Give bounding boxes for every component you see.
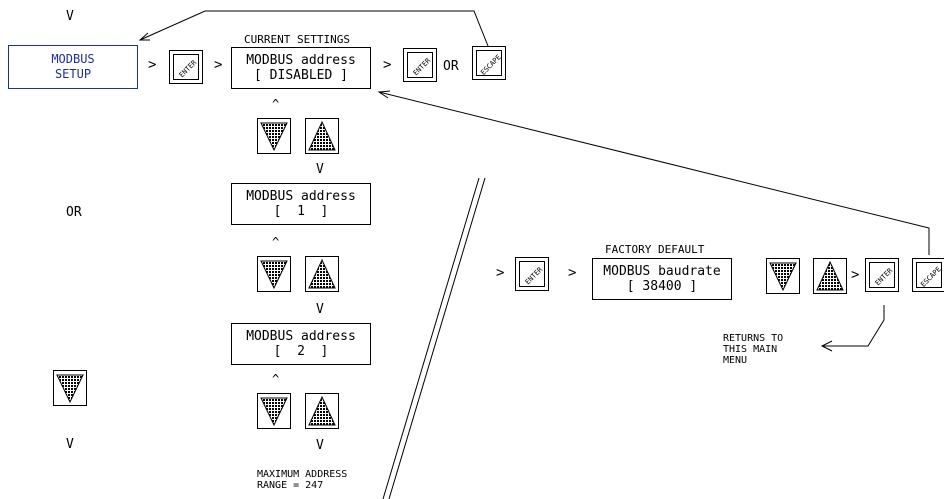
display-line-2: [ 1 ] [273, 204, 329, 219]
max-line-1: MAXIMUM ADDRESS [257, 469, 348, 480]
address-2-display: MODBUS address [ 2 ] [231, 323, 371, 365]
up-indicator: ^ [272, 235, 280, 249]
display-line-1: MODBUS address [246, 189, 356, 204]
display-line-2: [ 38400 ] [626, 279, 698, 294]
enter-key-label: ENTER [177, 58, 199, 80]
escape-key[interactable]: ESCAPE [472, 46, 506, 80]
current-settings-label: CURRENT SETTINGS [244, 33, 350, 46]
returns-line-1: RETURNS TO [723, 333, 784, 344]
factory-default-label: FACTORY DEFAULT [605, 243, 705, 256]
flow-arrow: > [214, 57, 223, 73]
flow-arrow: > [568, 265, 577, 281]
display-line-2: [ 2 ] [273, 344, 329, 359]
up-arrow-key[interactable] [305, 118, 339, 154]
enter-key-label: ENTER [523, 265, 545, 287]
up-arrow-key[interactable] [813, 258, 847, 294]
escape-key-label: ESCAPE [919, 265, 943, 289]
or-label: OR [66, 205, 82, 220]
up-arrow-key[interactable] [305, 256, 339, 292]
enter-key[interactable]: ENTER [403, 48, 437, 82]
modbus-setup-menu-item[interactable]: MODBUS SETUP [8, 45, 138, 89]
flow-arrow: > [851, 267, 860, 283]
menu-line-2: SETUP [54, 67, 92, 81]
down-indicator: V [66, 9, 74, 24]
up-indicator: ^ [272, 372, 280, 386]
menu-line-1: MODBUS [51, 52, 95, 66]
down-arrow-key[interactable] [257, 393, 291, 429]
current-settings-display: MODBUS address [ DISABLED ] [231, 47, 371, 89]
enter-key[interactable]: ENTER [515, 257, 549, 291]
returns-line-3: MENU [723, 355, 748, 366]
address-1-display: MODBUS address [ 1 ] [231, 183, 371, 225]
up-arrow-key[interactable] [305, 393, 339, 429]
down-arrow-key[interactable] [257, 118, 291, 154]
down-indicator: V [66, 437, 74, 452]
up-indicator: ^ [272, 97, 280, 111]
display-line-1: MODBUS address [246, 329, 356, 344]
max-line-2: RANGE = 247 [257, 480, 324, 491]
enter-key[interactable]: ENTER [865, 258, 899, 292]
or-label: OR [443, 59, 459, 74]
down-arrow-key[interactable] [257, 256, 291, 292]
down-arrow-key[interactable] [53, 370, 87, 406]
returns-note: RETURNS TO THIS MAIN MENU [723, 333, 783, 366]
display-line-1: MODBUS address [246, 53, 356, 68]
enter-key-label: ENTER [411, 56, 433, 78]
display-line-2: [ DISABLED ] [254, 68, 348, 83]
enter-key[interactable]: ENTER [169, 50, 203, 84]
max-address-note: MAXIMUM ADDRESS RANGE = 247 [257, 469, 347, 491]
returns-line-2: THIS MAIN [723, 344, 778, 355]
down-arrow-key[interactable] [766, 258, 800, 294]
down-indicator: V [316, 302, 324, 317]
escape-key[interactable]: ESCAPE [912, 258, 944, 292]
flow-arrow: > [496, 265, 505, 281]
down-indicator: V [316, 438, 324, 453]
escape-key-label: ESCAPE [479, 53, 503, 77]
baudrate-display: MODBUS baudrate [ 38400 ] [592, 258, 732, 300]
flow-arrow: > [383, 57, 392, 73]
down-indicator: V [316, 162, 324, 177]
flow-arrow: > [148, 57, 157, 73]
display-line-1: MODBUS baudrate [603, 264, 721, 279]
enter-key-label: ENTER [873, 266, 895, 288]
